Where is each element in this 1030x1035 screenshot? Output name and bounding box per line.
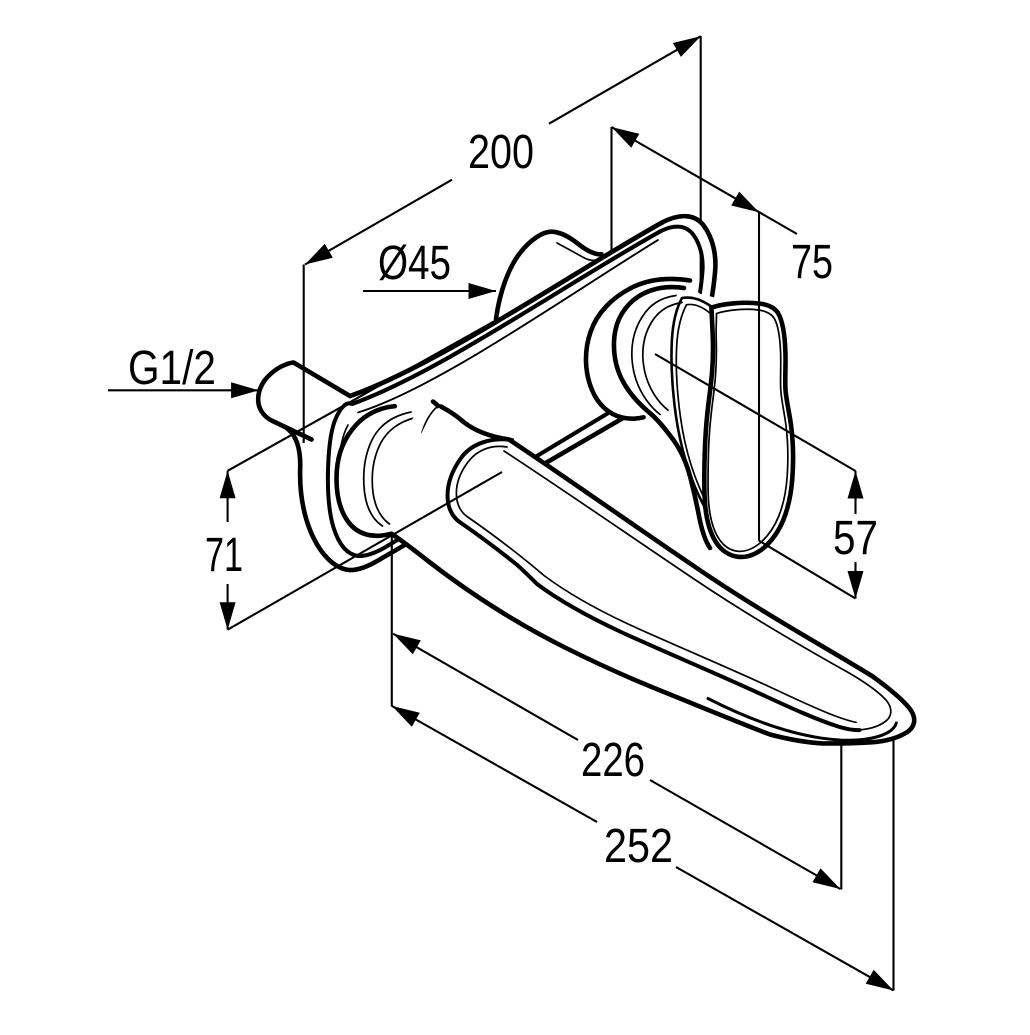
svg-text:252: 252 (604, 820, 673, 873)
svg-text:200: 200 (468, 126, 534, 179)
svg-text:75: 75 (791, 236, 833, 289)
svg-text:G1/2: G1/2 (128, 342, 216, 395)
svg-text:Ø45: Ø45 (378, 237, 451, 290)
svg-text:57: 57 (833, 512, 878, 565)
svg-text:71: 71 (205, 529, 243, 582)
svg-text:226: 226 (581, 734, 645, 787)
